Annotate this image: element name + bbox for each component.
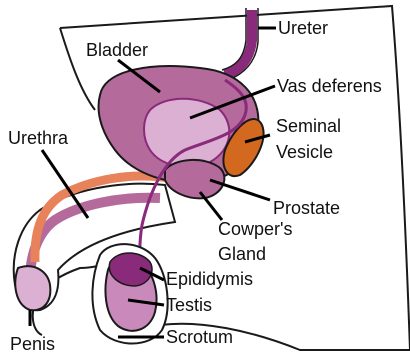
label-cowpers-gland-line2: Gland <box>218 244 266 264</box>
penis-glans <box>15 266 50 310</box>
label-bladder: Bladder <box>86 40 148 60</box>
label-scrotum: Scrotum <box>166 327 233 347</box>
label-epididymis: Epididymis <box>166 269 253 289</box>
label-seminal-vesicle-line1: Seminal <box>276 116 341 136</box>
label-prostate: Prostate <box>273 198 340 218</box>
ureter-tube <box>225 10 252 75</box>
label-penis: Penis <box>10 334 55 354</box>
label-seminal-vesicle-line2: Vesicle <box>276 142 333 162</box>
prostate-shape <box>165 160 224 198</box>
label-cowpers-gland-line1: Cowper's <box>218 219 292 239</box>
label-vas-deferens: Vas deferens <box>277 76 382 96</box>
label-testis: Testis <box>166 295 212 315</box>
label-ureter: Ureter <box>278 18 328 38</box>
label-urethra: Urethra <box>8 128 69 148</box>
